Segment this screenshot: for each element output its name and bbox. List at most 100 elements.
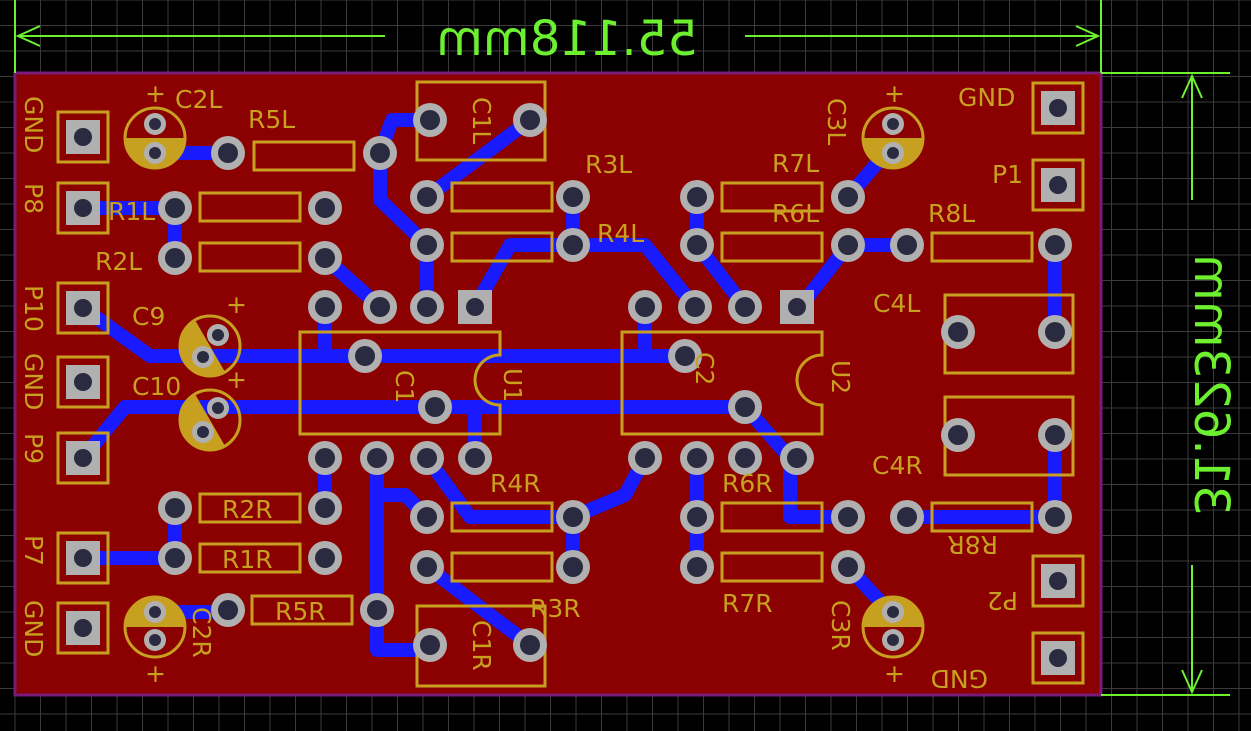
silkscreen-labels: C2L R5L R3L R7L GND R1L R6L R8L P1 R2L R…: [19, 79, 1023, 693]
pad-drill-hole: [687, 187, 707, 207]
pad-drill-hole: [563, 235, 583, 255]
pad-drill-hole: [563, 557, 583, 577]
pad-drill-hole: [149, 147, 161, 159]
pad-drill-hole: [687, 507, 707, 527]
label-r7r: R7R: [722, 589, 773, 618]
pad-drill-hole: [74, 549, 92, 567]
pad-drill-hole: [370, 297, 390, 317]
pad-drill-hole: [635, 297, 655, 317]
label-plus-c9: +: [226, 290, 247, 319]
height-dimension: [1101, 72, 1230, 696]
pad-drill-hole: [887, 634, 899, 646]
pad-drill-hole: [355, 346, 375, 366]
width-dimension: [14, 0, 1102, 73]
label-r1l: R1L: [108, 197, 155, 226]
pad-drill-hole: [149, 118, 161, 130]
pad-drill-hole: [466, 298, 484, 316]
pad-drill-hole: [165, 198, 185, 218]
pad-drill-hole: [687, 448, 707, 468]
label-r4r: R4R: [490, 469, 541, 498]
pad-drill-hole: [420, 110, 440, 130]
label-r2r: R2R: [222, 495, 273, 524]
label-gnd-bottom-right: GND: [931, 664, 988, 693]
pad-drill-hole: [685, 297, 705, 317]
width-dimension-text: 55.118mm: [436, 11, 697, 67]
pad-drill-hole: [165, 498, 185, 518]
label-p1: P1: [992, 160, 1023, 189]
label-c1r: C1R: [467, 620, 496, 671]
label-c2: C2: [690, 352, 719, 385]
label-c1: C1: [390, 370, 419, 403]
pad-drill-hole: [887, 606, 899, 618]
pad-drill-hole: [465, 448, 485, 468]
pad-drill-hole: [687, 235, 707, 255]
pad-drill-hole: [635, 448, 655, 468]
pad-drill-hole: [687, 557, 707, 577]
label-r8l: R8L: [928, 199, 975, 228]
pad-drill-hole: [417, 557, 437, 577]
pad-drill-hole: [838, 507, 858, 527]
label-r6r: R6R: [722, 469, 773, 498]
pad-drill-hole: [788, 298, 806, 316]
pad-drill-hole: [887, 118, 899, 130]
pad-drill-hole: [1045, 425, 1065, 445]
label-r7l: R7L: [772, 149, 819, 178]
label-p2: P2: [987, 586, 1018, 615]
pad-drill-hole: [1045, 507, 1065, 527]
pad-drill-hole: [417, 235, 437, 255]
label-gnd-mid-left: GND: [19, 353, 48, 410]
label-r6l: R6L: [772, 199, 819, 228]
label-gnd-bottom-left: GND: [19, 600, 48, 657]
pad-drill-hole: [897, 235, 917, 255]
pad-drill-hole: [315, 448, 335, 468]
pad-drill-hole: [165, 548, 185, 568]
pad-drill-hole: [838, 235, 858, 255]
label-p10: P10: [19, 285, 48, 332]
pad-drill-hole: [315, 498, 335, 518]
pad-drill-hole: [948, 425, 968, 445]
label-c3r: C3R: [826, 600, 855, 651]
pad-drill-hole: [1049, 99, 1067, 117]
pad-drill-hole: [420, 635, 440, 655]
label-r4l: R4L: [597, 219, 644, 248]
label-c4l: C4L: [873, 289, 920, 318]
label-plus-c3r: +: [884, 659, 905, 688]
label-c3l: C3L: [822, 98, 851, 145]
pads: [66, 91, 1075, 675]
pad-drill-hole: [1049, 176, 1067, 194]
label-p8: P8: [19, 183, 48, 214]
label-r3r: R3R: [530, 594, 581, 623]
pad-drill-hole: [735, 397, 755, 417]
label-r5l: R5L: [248, 105, 295, 134]
pad-drill-hole: [74, 373, 92, 391]
pad-drill-hole: [417, 507, 437, 527]
label-gnd-top-right: GND: [958, 83, 1015, 112]
pad-drill-hole: [1045, 322, 1065, 342]
pad-drill-hole: [417, 297, 437, 317]
label-gnd-top-left: GND: [19, 96, 48, 153]
pad-drill-hole: [212, 329, 224, 341]
pad-drill-hole: [417, 448, 437, 468]
label-c10: C10: [132, 372, 181, 401]
pad-drill-hole: [165, 248, 185, 268]
pad-drill-hole: [315, 248, 335, 268]
label-r8r: R8R: [947, 530, 998, 559]
pad-drill-hole: [735, 297, 755, 317]
pad-drill-hole: [218, 143, 238, 163]
pad-drill-hole: [197, 426, 209, 438]
pad-drill-hole: [887, 147, 899, 159]
board-outline: [13, 71, 1103, 697]
pad-drill-hole: [74, 128, 92, 146]
pad-drill-hole: [74, 299, 92, 317]
pad-drill-hole: [520, 110, 540, 130]
pad-drill-hole: [367, 600, 387, 620]
label-plus-c3l: +: [884, 79, 905, 108]
height-dimension-text: 31.623mm: [1183, 254, 1239, 515]
label-plus-c2r: +: [145, 659, 166, 688]
pad-drill-hole: [675, 346, 695, 366]
label-r3l: R3L: [585, 150, 632, 179]
pad-drill-hole: [563, 187, 583, 207]
pad-drill-hole: [425, 397, 445, 417]
pad-drill-hole: [838, 557, 858, 577]
